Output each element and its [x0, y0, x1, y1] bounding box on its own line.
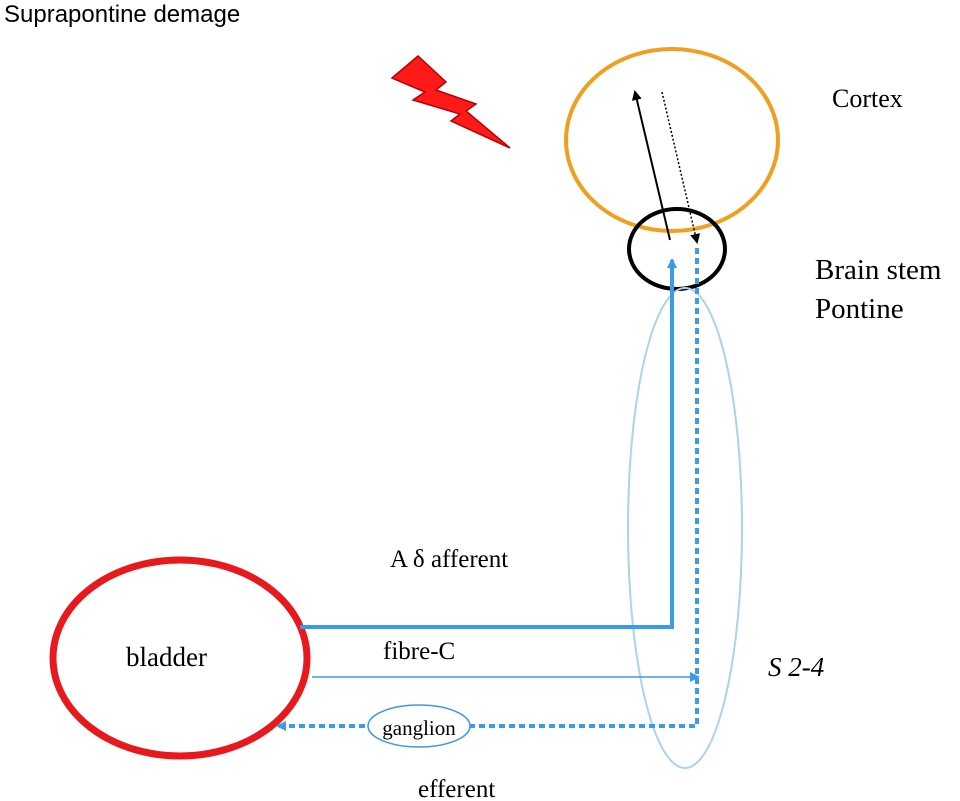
fibre-c-label: fibre-C — [383, 638, 455, 665]
bladder-ellipse — [49, 556, 311, 760]
cortex-ellipse — [564, 47, 780, 233]
pontine-label: Pontine — [815, 293, 904, 325]
lightning-bolt-icon — [390, 54, 511, 149]
efferent-label: efferent — [418, 776, 495, 801]
ganglion-label: ganglion — [382, 716, 456, 740]
brain-stem-label: Brain stem — [815, 254, 942, 286]
cortex-label: Cortex — [832, 84, 903, 113]
efferent-path — [276, 248, 699, 731]
brain-stem-ellipse — [627, 207, 727, 291]
diagram-title: Suprapontine demage — [4, 1, 240, 28]
bladder-label: bladder — [126, 642, 207, 672]
spinal-segment-ellipse — [627, 287, 743, 769]
descending-cortex-arrow — [661, 91, 701, 244]
ganglion-ellipse — [367, 704, 471, 748]
a-delta-label: A δ afferent — [390, 546, 508, 573]
ascending-cortex-arrow — [631, 90, 671, 241]
a-delta-afferent-path — [300, 258, 677, 629]
s24-label: S 2-4 — [768, 652, 824, 682]
